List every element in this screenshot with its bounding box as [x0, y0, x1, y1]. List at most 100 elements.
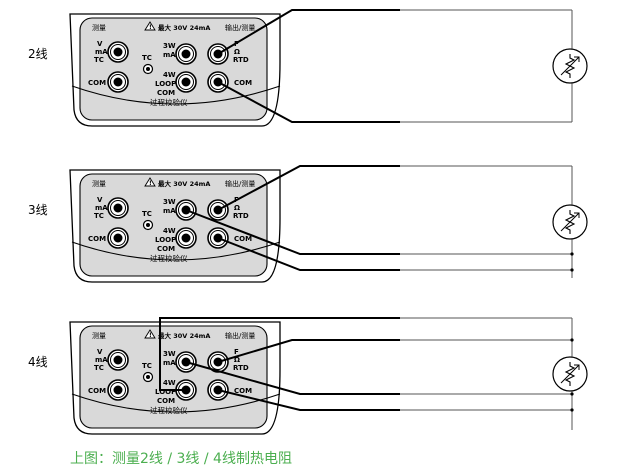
- resistor-arrow-head: [574, 364, 580, 370]
- junction-dot: [570, 252, 574, 256]
- panel-arc: [71, 85, 281, 105]
- label-com-mid: COM: [157, 245, 175, 253]
- wire-com-to-bottom: [217, 81, 400, 123]
- label-max-rating: 最大 30V 24mA: [158, 331, 210, 340]
- terminal-tc-jack-pin: [146, 67, 150, 71]
- wire-4w-loop-to-top: [159, 317, 400, 391]
- terminal-v-ma-tc-pin: [113, 203, 123, 213]
- label-ma-mid: mA: [163, 207, 176, 215]
- wire-com-to-bottom: [217, 237, 400, 271]
- rtd-resistor-1: [552, 48, 588, 84]
- terminal-4w-loop-pin: [181, 233, 191, 243]
- label-omega: Ω: [234, 356, 240, 364]
- terminal-4w-loop-pin: [181, 77, 191, 87]
- label-com-left: COM: [88, 387, 106, 395]
- label-max-rating: 最大 30V 24mA: [158, 179, 210, 188]
- figure-caption: 上图：测量2线 / 3线 / 4线制热电阻: [70, 451, 292, 467]
- warning-icon-mark: !: [149, 332, 152, 339]
- terminal-com-left-pin: [113, 233, 123, 243]
- label-rtd: RTD: [233, 364, 249, 372]
- label-measure: 测量: [92, 332, 106, 340]
- wire-type-label: 3线: [28, 203, 48, 217]
- label-ma: mA: [95, 356, 108, 364]
- label-com-left: COM: [88, 79, 106, 87]
- rtd-resistor-2: [552, 204, 588, 240]
- junction-dot: [570, 268, 574, 272]
- panel-arc: [71, 393, 281, 413]
- label-output-measure: 输出/测量: [225, 23, 255, 32]
- terminal-tc-jack-pin: [146, 223, 150, 227]
- junction-dot: [570, 392, 574, 396]
- label-v: V: [97, 348, 103, 356]
- resistor-arrow-head: [574, 56, 580, 62]
- terminal-v-ma-tc-pin: [113, 355, 123, 365]
- junction-dot: [570, 338, 574, 342]
- wire-rtd-to-top: [217, 9, 400, 55]
- label-ma: mA: [95, 48, 108, 56]
- label-tc-left: TC: [94, 212, 104, 220]
- wire-type-label: 2线: [28, 47, 48, 61]
- label-tc-mid: TC: [142, 54, 152, 62]
- label-device-name: 过程校验仪: [150, 405, 188, 415]
- terminal-v-ma-tc-pin: [113, 47, 123, 57]
- wire-3w-to-middle: [185, 209, 400, 255]
- label-output-measure: 输出/测量: [225, 179, 255, 188]
- label-v: V: [97, 40, 103, 48]
- label-omega: Ω: [234, 48, 240, 56]
- terminal-tc-jack-pin: [146, 375, 150, 379]
- wire-type-label: 4线: [28, 355, 48, 369]
- warning-icon-mark: !: [149, 24, 152, 31]
- resistor-arrow-head: [574, 212, 580, 218]
- warning-icon: [144, 21, 156, 31]
- label-rtd: RTD: [233, 56, 249, 64]
- label-device-name: 过程校验仪: [150, 97, 188, 107]
- terminal-3w-ma-pin: [181, 49, 191, 59]
- label-max-rating: 最大 30V 24mA: [158, 23, 210, 32]
- label-com-mid: COM: [157, 89, 175, 97]
- label-3w: 3W: [163, 42, 176, 50]
- label-3w: 3W: [163, 198, 176, 206]
- wire-rtd-to-upper: [217, 339, 400, 363]
- label-v: V: [97, 196, 103, 204]
- label-3w: 3W: [163, 350, 176, 358]
- junction-dot: [570, 408, 574, 412]
- label-com-right: COM: [234, 387, 252, 395]
- label-ma: mA: [95, 204, 108, 212]
- resistor-arrow-shaft: [560, 364, 580, 384]
- label-com-mid: COM: [157, 397, 175, 405]
- label-measure: 测量: [92, 24, 106, 32]
- label-com-left: COM: [88, 235, 106, 243]
- panel-arc: [71, 241, 281, 261]
- label-rtd: RTD: [233, 212, 249, 220]
- warning-icon: [144, 329, 156, 339]
- wire-3w-to-lower: [185, 361, 400, 395]
- label-loop: LOOP: [155, 388, 176, 396]
- label-measure: 测量: [92, 180, 106, 188]
- terminal-com-left-pin: [113, 77, 123, 87]
- resistor-arrow-shaft: [560, 212, 580, 232]
- label-ma-mid: mA: [163, 359, 176, 367]
- rtd-resistor-3: [552, 356, 588, 392]
- label-4w: 4W: [163, 379, 176, 387]
- label-f: F: [234, 348, 239, 356]
- warning-icon-mark: !: [149, 180, 152, 187]
- wire-rtd-to-top: [217, 165, 400, 211]
- label-tc-left: TC: [94, 364, 104, 372]
- label-tc-mid: TC: [142, 362, 152, 370]
- label-loop: LOOP: [155, 80, 176, 88]
- label-com-right: COM: [234, 235, 252, 243]
- label-loop: LOOP: [155, 236, 176, 244]
- warning-icon: [144, 177, 156, 187]
- label-tc-left: TC: [94, 56, 104, 64]
- label-4w: 4W: [163, 71, 176, 79]
- label-tc-mid: TC: [142, 210, 152, 218]
- label-output-measure: 输出/测量: [225, 331, 255, 340]
- wire-com-to-bottom: [217, 389, 400, 411]
- terminal-com-left-pin: [113, 385, 123, 395]
- label-ma-mid: mA: [163, 51, 176, 59]
- label-device-name: 过程校验仪: [150, 253, 188, 263]
